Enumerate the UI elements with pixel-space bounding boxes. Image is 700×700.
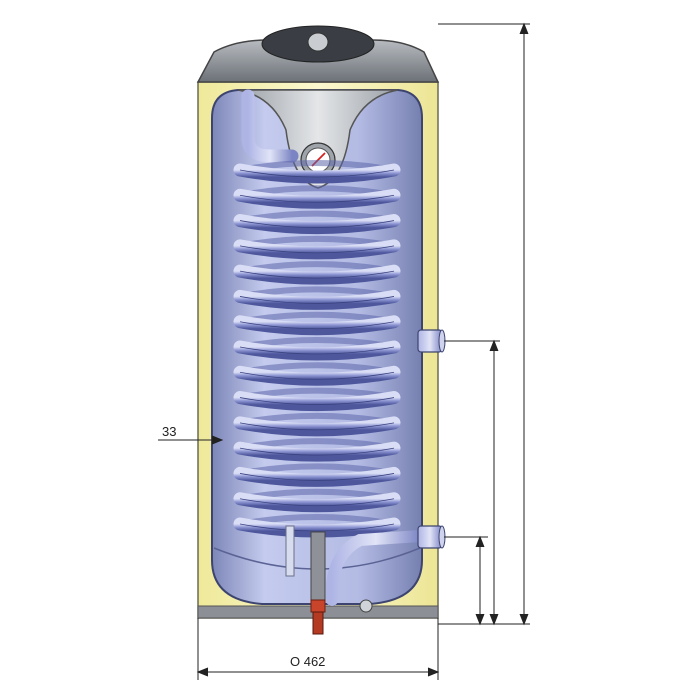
lower-connection (417, 525, 446, 549)
side-connections (417, 329, 446, 549)
coil-turn-outline (239, 346, 395, 355)
coil-turn-outline (239, 321, 395, 330)
lower-components (285, 525, 426, 635)
cold-water-inlet-pipe (326, 530, 426, 606)
coil-turn-outline (239, 523, 395, 532)
coil-turn-outline (239, 422, 395, 431)
dimension-lines (158, 22, 530, 680)
anode-rod-icon (310, 531, 326, 635)
coil-turn-outline (239, 447, 395, 456)
diameter-label: Ο 462 (290, 654, 325, 669)
coil-inlet-tube (241, 89, 299, 163)
upper-connection (417, 329, 446, 353)
coil-turn-outline (239, 220, 395, 228)
coil-turn-outline (239, 498, 395, 507)
cap-port (307, 32, 329, 52)
top-cap (196, 25, 440, 83)
coil-turn-outline (239, 397, 395, 405)
insulation-thickness-label: 33 (162, 424, 176, 439)
drain-fitting (359, 599, 373, 613)
coil-turn-outline (239, 245, 395, 254)
coil-turn-outline (239, 169, 395, 178)
coil-turn-outline (239, 473, 395, 481)
coil-turn-outline (239, 194, 395, 203)
coil-turn-outline (239, 270, 395, 279)
coil-turn-outline (239, 296, 395, 304)
heat-exchanger-coil (233, 160, 401, 538)
coil-turn-outline (239, 371, 395, 380)
immersion-tube (285, 525, 295, 577)
